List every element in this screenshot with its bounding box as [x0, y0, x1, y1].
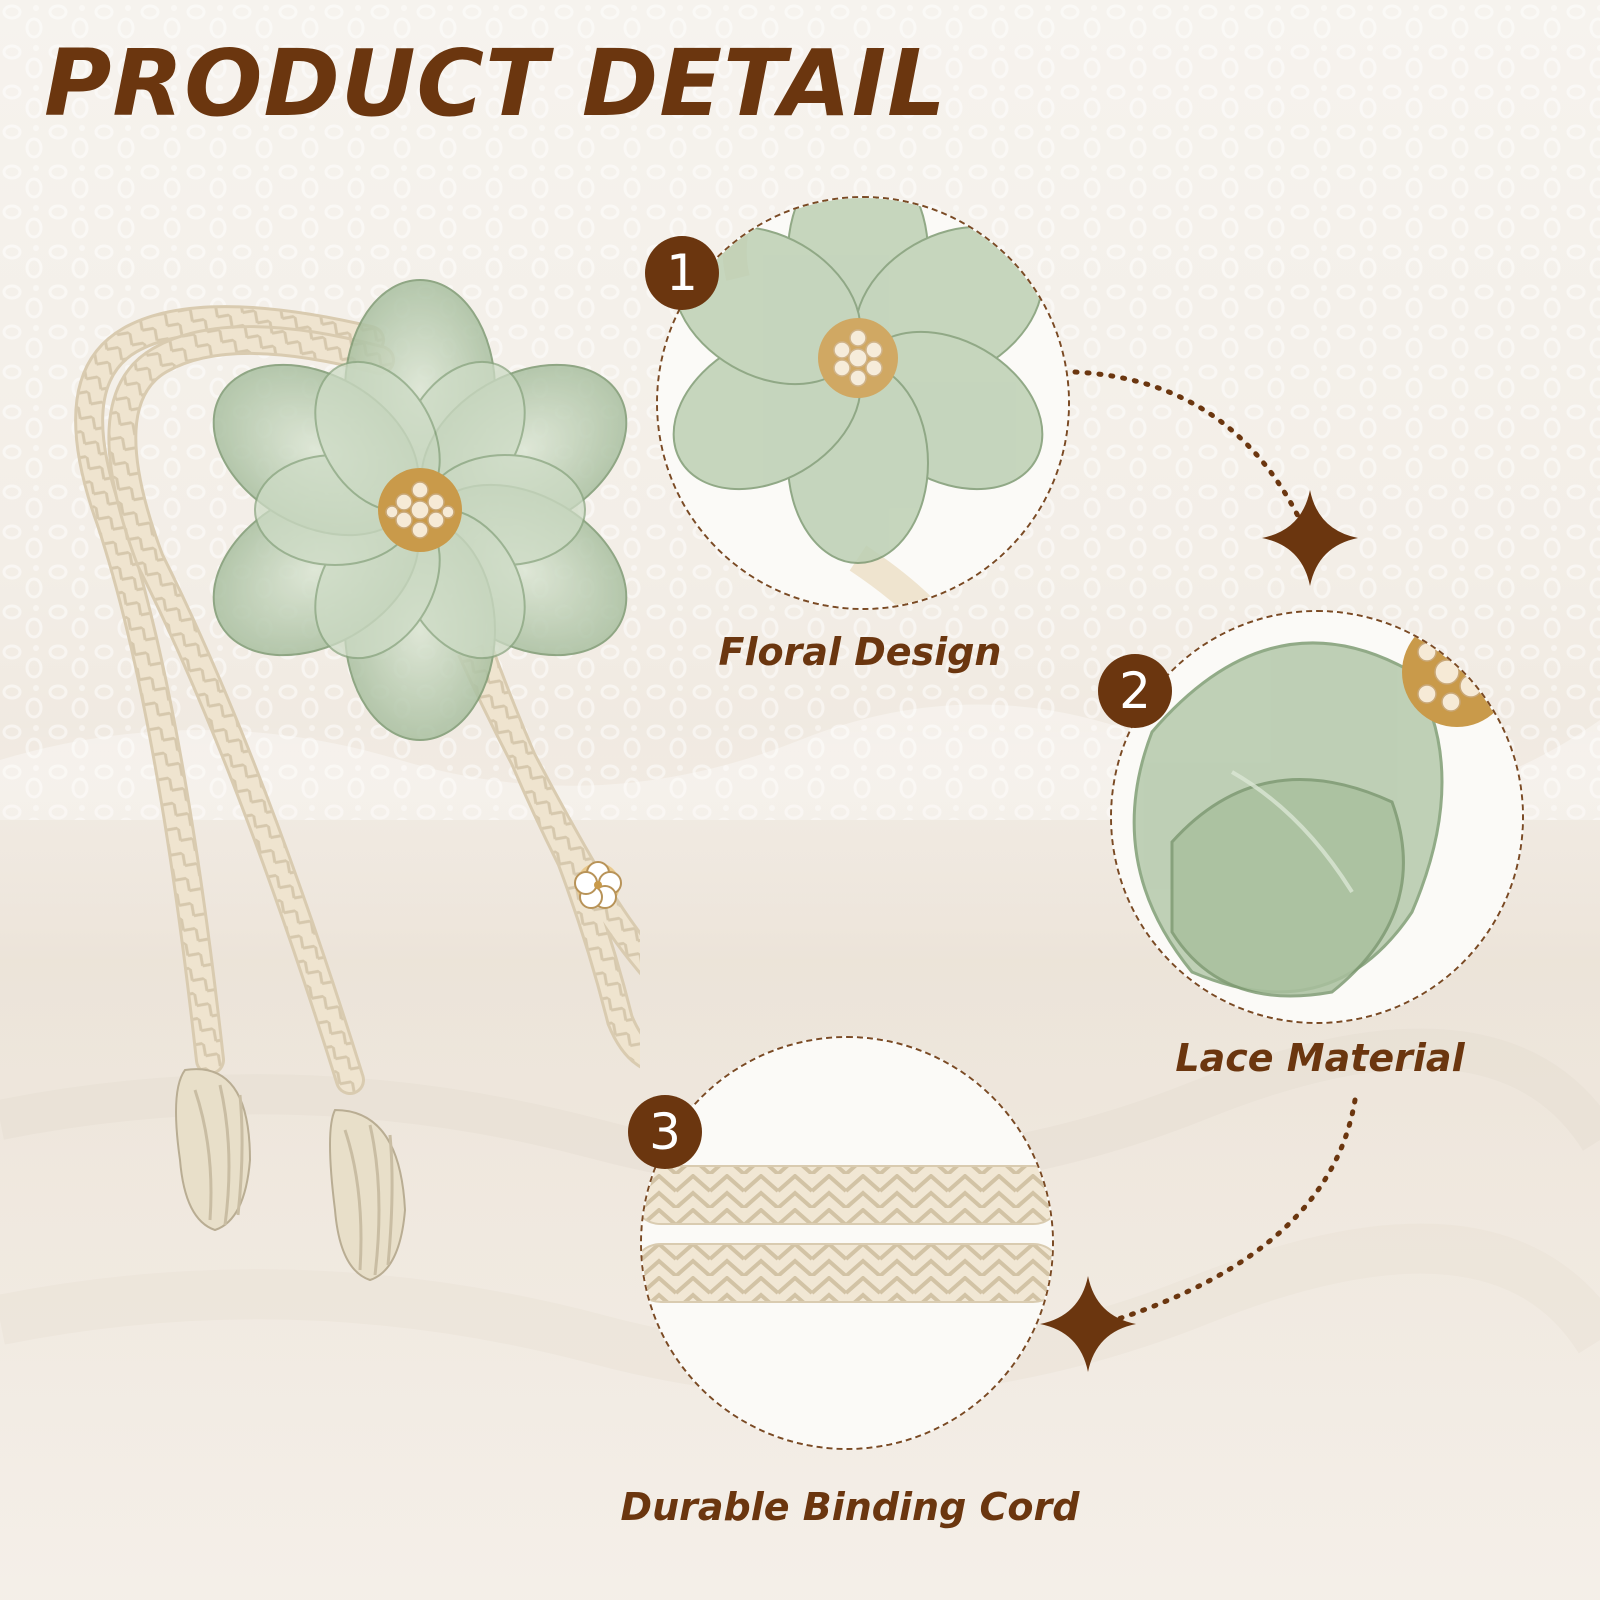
tassel-right: [329, 1108, 407, 1282]
detail-caption: Lace Material: [1175, 1036, 1465, 1080]
page-title: PRODUCT DETAIL: [44, 30, 947, 137]
detail-cord-image: [640, 1036, 1054, 1450]
tassel-left: [175, 1068, 252, 1232]
chiffon-flower: [212, 279, 628, 741]
detail-floral-image: [656, 196, 1070, 610]
detail-lace-image: [1110, 610, 1524, 1024]
detail-number-badge: 1: [645, 236, 719, 310]
detail-caption: Durable Binding Cord: [620, 1485, 1080, 1529]
bead-flower: [574, 861, 622, 909]
detail-caption: Floral Design: [718, 630, 1002, 674]
tieback-product-image: [74, 279, 640, 1282]
detail-number-badge: 2: [1098, 654, 1172, 728]
detail-number-badge: 3: [628, 1095, 702, 1169]
